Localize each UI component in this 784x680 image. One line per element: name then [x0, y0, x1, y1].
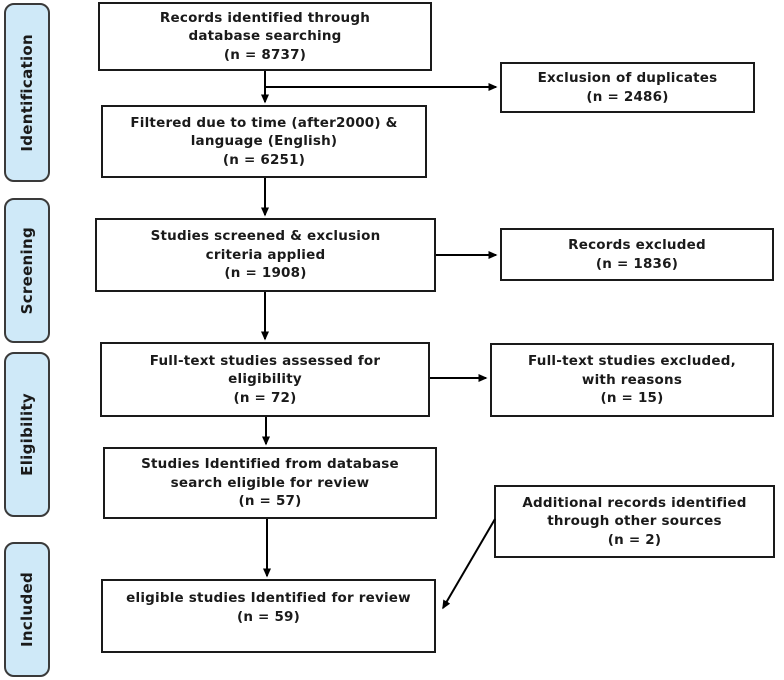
box-text-line: search eligible for review	[170, 474, 370, 491]
stage-label-included: Included	[4, 542, 50, 677]
box-text-line: (n = 1908)	[224, 265, 307, 282]
box-text-line: Records identified through	[159, 9, 371, 26]
box-text-line: (n = 57)	[238, 493, 302, 510]
box-text-line: (n = 72)	[233, 389, 297, 406]
flow-box-records-identified: Records identified through database sear…	[98, 2, 432, 71]
box-text-line: (n = 1836)	[595, 255, 679, 272]
box-text-line: (n = 2486)	[586, 88, 669, 105]
flow-box-records-excluded: Records excluded (n = 1836)	[500, 228, 774, 281]
box-text-line: (n = 15)	[600, 390, 664, 407]
flow-box-duplicates-excluded: Exclusion of duplicates (n = 2486)	[500, 62, 755, 113]
box-text-line: eligible studies Identified for review	[126, 590, 411, 606]
box-text-line: Full-text studies assessed for	[149, 352, 381, 369]
flow-box-fulltext-excluded: Full-text studies excluded, with reasons…	[490, 343, 774, 417]
box-text-line: Studies Identified from database	[141, 456, 399, 473]
box-text-line: database searching	[188, 28, 342, 45]
flow-box-additional-records: Additional records identified through ot…	[494, 485, 775, 558]
stage-label-screening: Screening	[4, 198, 50, 343]
stage-label-identification: Identification	[4, 3, 50, 182]
box-text-line: Filtered due to time (after2000) &	[130, 114, 398, 131]
flow-box-database-eligible: Studies Identified from database search …	[103, 447, 437, 519]
box-text-line: criteria applied	[205, 246, 326, 263]
box-text-line: Exclusion of duplicates	[537, 69, 718, 86]
flow-box-screened: Studies screened & exclusion criteria ap…	[95, 218, 436, 292]
box-text-line: through other sources	[547, 513, 722, 530]
flow-box-included-studies: eligible studies Identified for review (…	[101, 579, 436, 653]
box-text-line: Full-text studies excluded,	[528, 353, 736, 370]
stage-label-eligibility: Eligibility	[4, 352, 50, 517]
box-text-line: with reasons	[581, 371, 683, 388]
stage-label-included-text: Included	[18, 571, 36, 648]
stage-label-identification-text: Identification	[18, 33, 36, 152]
box-text-line: Additional records identified	[522, 494, 747, 511]
box-text-line: (n = 59)	[236, 608, 301, 625]
flow-box-fulltext-assessed: Full-text studies assessed for eligibili…	[100, 342, 430, 417]
flow-box-filtered: Filtered due to time (after2000) & langu…	[101, 105, 427, 178]
stage-label-eligibility-text: Eligibility	[18, 393, 36, 476]
box-text-line: (n = 6251)	[222, 151, 306, 168]
box-text-line: (n = 2)	[607, 531, 662, 548]
box-text-line: Records excluded	[568, 236, 706, 253]
arrow-additional-to-included	[442, 518, 496, 610]
stage-label-screening-text: Screening	[18, 226, 36, 315]
box-text-line: (n = 8737)	[223, 46, 307, 63]
box-text-line: language (English)	[190, 133, 338, 150]
box-text-line: eligibility	[228, 371, 302, 388]
box-text-line: Studies screened & exclusion	[150, 228, 381, 245]
